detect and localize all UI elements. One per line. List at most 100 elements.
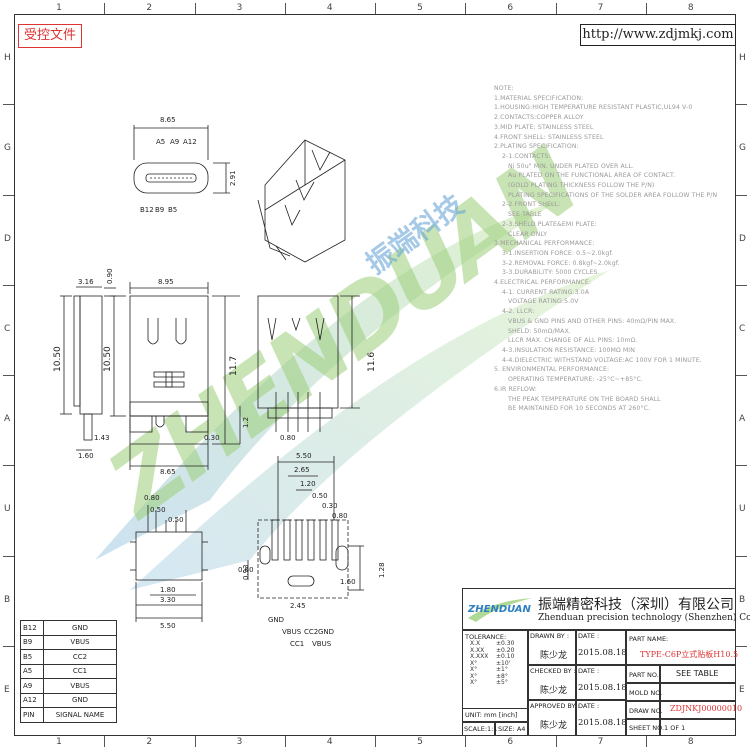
drawn-date: 2015.08.18 [578, 648, 627, 658]
ruler-tick [645, 3, 647, 14]
top-view-shell [133, 162, 209, 194]
note-line: NOTE: [494, 85, 514, 92]
ruler-row-label: U [739, 504, 746, 515]
ruler-row-label: C [4, 323, 11, 334]
dim-fp-120: 1.20 [300, 480, 316, 488]
ruler-tick [736, 465, 747, 467]
signal-name-cell: GND [43, 620, 117, 636]
dim-bottom-pin-b5: B5 [168, 206, 177, 214]
note-line: 2-1.CONTACTS: [502, 152, 551, 160]
drawn-by-name: 陈少龙 [540, 651, 568, 661]
dim-fp-160: 1.60 [340, 578, 356, 586]
approved-by-name: 陈少龙 [540, 721, 568, 731]
ruler-tick [465, 736, 467, 747]
signal-label-cc1: CC1 [290, 640, 304, 648]
note-line: 2.CONTACTS:COPPER ALLOY [494, 114, 584, 122]
ruler-row-label: C [739, 323, 746, 334]
draw-no-label: DRAW NO. [629, 707, 663, 715]
signal-name-cell: SIGNAL NAME [43, 707, 117, 723]
ruler-row-label: G [4, 143, 11, 154]
dim-top-pin-a5: A5 [156, 138, 165, 146]
dim-lp-180: 1.80 [160, 586, 176, 594]
scale-label: SCALE:1:1 [464, 725, 498, 733]
ruler-tick [736, 194, 747, 196]
tolerance-row: X.XXX±0.10 [470, 653, 514, 661]
approved-by-label: APPROVED BY : [530, 702, 580, 710]
ruler-row-label: G [739, 143, 746, 154]
ruler-column-label: 5 [417, 737, 423, 747]
section-view-body [135, 531, 203, 581]
pin-name-cell: PIN [20, 707, 44, 723]
note-line: OPERATING TEMPERATURE: -25°C~+85°C. [508, 376, 643, 384]
ruler-column-label: 8 [687, 3, 694, 13]
ruler-tick [3, 104, 14, 106]
tolerance-key: X° [470, 672, 478, 680]
part-name-label: PART NAME: [629, 635, 669, 643]
signal-label-vbus-2: VBUS [312, 640, 332, 648]
tolerance-key: X.XX [470, 646, 485, 654]
part-name: TYPE-C6P立式贴板H10.5 [640, 650, 739, 659]
dim-front-gap: 0.30 [204, 434, 220, 442]
tolerance-label: TOLERANCE: [465, 633, 507, 641]
dim-lp-050a: 0.50 [150, 506, 166, 514]
approved-date: 2015.08.18 [578, 718, 627, 728]
note-line: SEE TABLE [508, 211, 542, 219]
dim-lp-550: 5.50 [160, 622, 176, 630]
note-line: PLATING SPECIFICATIONS OF THE SOLDER ARE… [508, 191, 718, 199]
note-line: 4-2. LLCR: [502, 308, 535, 316]
checked-date-label: DATE : [578, 667, 600, 675]
tolerance-key: X° [470, 679, 478, 686]
tolerance-key: X.X [470, 640, 481, 647]
ruler-tick [194, 736, 196, 747]
dim-fp-245: 2.45 [290, 602, 306, 610]
note-line: 4-1. CURRENT RATING:3.0A [502, 288, 590, 296]
checked-date: 2015.08.18 [578, 683, 627, 693]
front-view-body [129, 295, 209, 417]
note-line: 2-3.SHELD PLATE&EMI PLATE: [502, 220, 597, 228]
back-view-body [257, 295, 339, 409]
side-view-body [79, 295, 103, 415]
signal-name-cell: VBUS [43, 634, 117, 650]
part-no: SEE TABLE [676, 669, 719, 678]
ruler-tick [3, 465, 14, 467]
company-name-cn: 振端精密科技（深圳）有限公司 [538, 597, 734, 613]
ruler-row-label: A [739, 414, 746, 425]
pin-name-cell: B9 [20, 634, 44, 650]
note-line: 1.HOUSING:HIGH TEMPERATURE RESISTANT PLA… [494, 104, 693, 112]
ruler-column-label: 7 [597, 737, 604, 747]
note-line: (GOLD PLATING THICKNESS FOLLOW THE P/N) [508, 182, 655, 190]
ruler-column-label: 4 [326, 3, 333, 13]
note-line: 1.MATERIAL SPECIFICATION: [494, 94, 584, 102]
website-url[interactable]: http://www.zdjmkj.com [580, 24, 736, 46]
note-line: Au PLATED ON THE FUNCTIONAL AREA OF CONT… [508, 172, 676, 180]
ruler-tick [645, 736, 647, 747]
note-line: 3-2.REMOVAL FORCE: 0.8kgf~2.0kgf. [502, 259, 620, 267]
signal-label-vbus-1: VBUS [282, 628, 302, 636]
tolerance-value: ±0.20 [496, 646, 515, 654]
mold-no-label: MOLD NO. [629, 689, 663, 697]
ruler-tick [736, 645, 747, 647]
top-view-tongue [145, 173, 197, 183]
note-line: 3.MECHANICAL PERFORMANCE: [494, 240, 595, 248]
ruler-tick [3, 284, 14, 286]
note-line: VOLTAGE RATING:5.0V [508, 298, 579, 306]
tolerance-row: X.XX ±0.20 [470, 646, 515, 655]
ruler-tick [3, 555, 14, 557]
dim-lp-330: 3.30 [160, 596, 176, 604]
note-line: 4.FRONT SHELL: STAINLESS STEEL [494, 133, 604, 141]
ruler-row-label: A [4, 414, 11, 425]
controlled-document-stamp: 受控文件 [18, 24, 82, 48]
note-line: 3-3.DURABILITY: 5000 CYCLES. [502, 269, 600, 277]
dim-lp-080: 0.80 [144, 494, 160, 502]
ruler-tick [736, 375, 747, 376]
note-line: 2.PLATING SPECIFICATION: [494, 143, 579, 151]
ruler-tick [3, 375, 14, 376]
tolerance-key: X.XXX [470, 653, 489, 660]
